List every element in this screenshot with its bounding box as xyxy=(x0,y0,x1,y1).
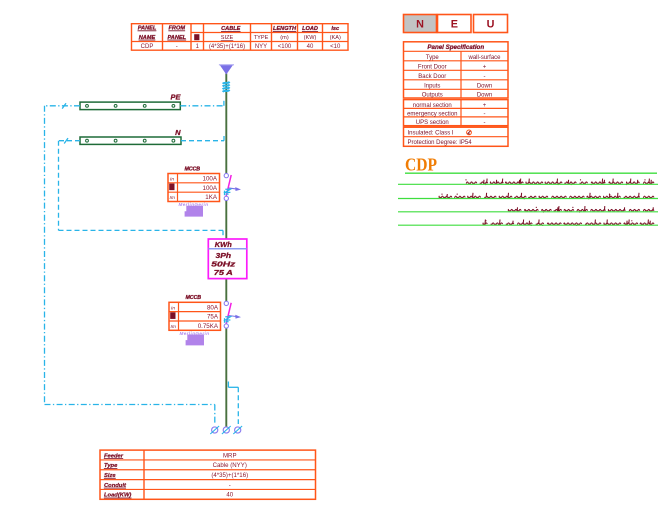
svg-text:CABLE: CABLE xyxy=(221,26,241,32)
svg-text:Feeder: Feeder xyxy=(104,453,124,459)
svg-text:Isc: Isc xyxy=(331,26,340,32)
svg-text:3Ph: 3Ph xyxy=(216,251,232,260)
svg-text:-: - xyxy=(484,112,486,118)
svg-text:-: - xyxy=(229,482,231,489)
svg-text:SIZE: SIZE xyxy=(221,35,234,41)
svg-text:NYY: NYY xyxy=(255,44,267,50)
svg-text:+: + xyxy=(483,64,487,70)
svg-text:Down: Down xyxy=(477,93,492,99)
svg-text:-: - xyxy=(484,120,486,126)
svg-text:CDP: CDP xyxy=(141,44,154,50)
svg-text:-: - xyxy=(484,74,486,80)
svg-text:MerlinGerin: MerlinGerin xyxy=(179,202,209,207)
svg-text:40: 40 xyxy=(307,44,314,50)
svg-text:(m): (m) xyxy=(280,35,289,41)
svg-text:+: + xyxy=(483,103,487,109)
svg-text:PE: PE xyxy=(170,93,181,102)
svg-text:1: 1 xyxy=(196,44,200,50)
svg-text:In: In xyxy=(170,177,174,183)
svg-text:Insulated: Class I: Insulated: Class I xyxy=(408,131,454,137)
svg-text:CDP: CDP xyxy=(405,155,437,175)
svg-text:MCCB: MCCB xyxy=(185,166,201,172)
svg-text:50Hz: 50Hz xyxy=(211,260,236,269)
svg-text:UPS section: UPS section xyxy=(416,120,449,126)
svg-text:Front Door: Front Door xyxy=(418,64,447,70)
svg-text:Size: Size xyxy=(104,473,116,479)
svg-text:Protection Degree: IP54: Protection Degree: IP54 xyxy=(408,140,473,146)
svg-text:Cable (NYY): Cable (NYY) xyxy=(213,462,247,469)
svg-text:Type: Type xyxy=(426,55,440,61)
svg-text:MCCB: MCCB xyxy=(186,295,202,301)
svg-text:1KA: 1KA xyxy=(205,194,218,201)
svg-text:75 A: 75 A xyxy=(214,268,233,277)
svg-text:PANEL: PANEL xyxy=(167,35,186,41)
svg-text:U: U xyxy=(487,18,495,30)
svg-text:(4*35)+(1*16): (4*35)+(1*16) xyxy=(209,44,245,50)
svg-text:Im: Im xyxy=(171,324,176,330)
svg-text:Inputs: Inputs xyxy=(424,83,440,89)
svg-text:Back Door: Back Door xyxy=(418,74,446,80)
svg-text:Down: Down xyxy=(477,83,492,89)
svg-text:emergency section: emergency section xyxy=(407,112,457,118)
svg-text:Conduit: Conduit xyxy=(104,483,127,489)
svg-text:100A: 100A xyxy=(203,176,218,183)
svg-text:N: N xyxy=(416,18,424,30)
svg-text:N: N xyxy=(175,128,181,137)
svg-text:<100: <100 xyxy=(278,44,292,50)
svg-text:FROM: FROM xyxy=(169,26,186,32)
svg-text:-: - xyxy=(176,44,178,50)
svg-text:normal section: normal section xyxy=(413,103,452,109)
svg-text:wall-surface: wall-surface xyxy=(467,55,501,61)
svg-text:PANEL: PANEL xyxy=(138,26,157,32)
svg-text:40: 40 xyxy=(226,492,233,499)
svg-text:LOAD: LOAD xyxy=(302,26,318,32)
svg-text:KWh: KWh xyxy=(215,240,233,249)
svg-text:In: In xyxy=(171,305,175,311)
svg-text:(4*35)+(1*16): (4*35)+(1*16) xyxy=(211,472,248,479)
svg-text:NAME: NAME xyxy=(139,35,156,41)
svg-text:TYPE: TYPE xyxy=(254,35,269,41)
svg-text:MRP: MRP xyxy=(223,452,237,459)
svg-text:75A: 75A xyxy=(207,314,219,321)
svg-text:E: E xyxy=(451,18,458,30)
svg-text:Outputs: Outputs xyxy=(422,93,443,99)
svg-text:LENGTH: LENGTH xyxy=(273,26,297,32)
svg-text:Type: Type xyxy=(104,463,118,469)
svg-text:Im: Im xyxy=(170,195,175,201)
svg-text:100A: 100A xyxy=(203,185,218,192)
svg-text:<10: <10 xyxy=(330,44,341,50)
svg-text:Load(KW): Load(KW) xyxy=(104,493,131,499)
svg-text:80A: 80A xyxy=(207,304,219,311)
svg-text:0.75KA: 0.75KA xyxy=(198,323,219,330)
svg-text:(KA): (KA) xyxy=(330,35,341,41)
svg-text:(KW): (KW) xyxy=(304,35,317,41)
svg-text:MerlinGerin: MerlinGerin xyxy=(180,331,210,336)
svg-text:Panel Specification: Panel Specification xyxy=(427,44,484,51)
